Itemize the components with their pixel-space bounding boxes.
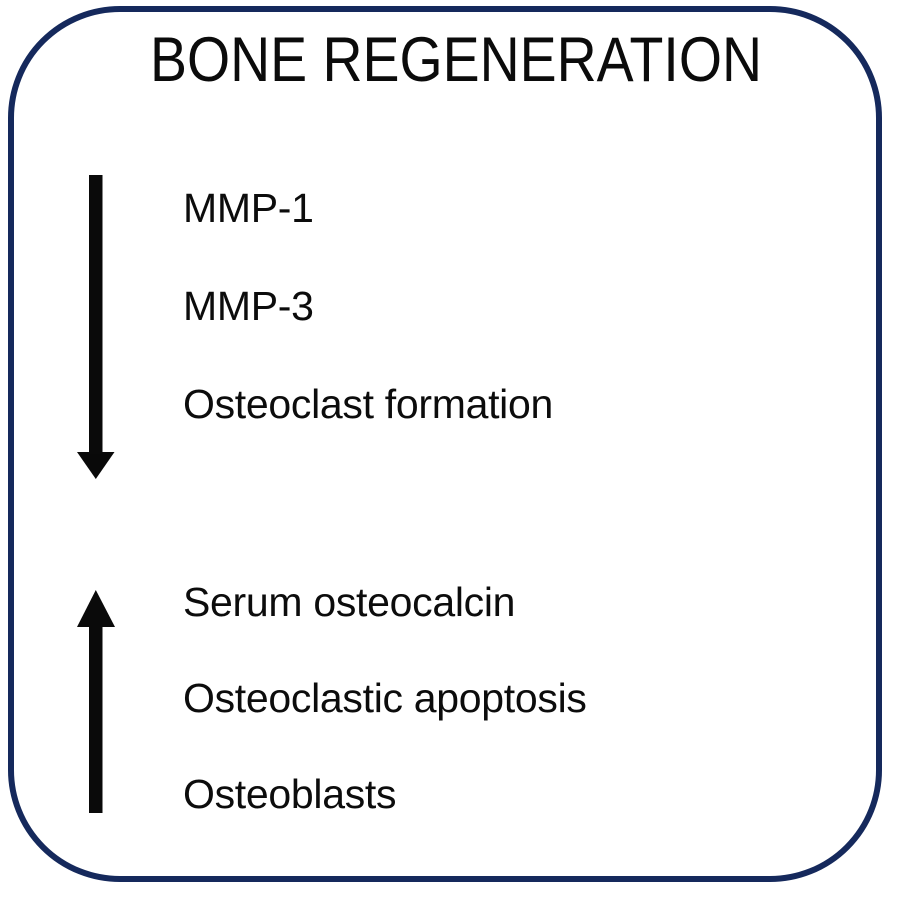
list-item: Osteoclastic apoptosis bbox=[183, 675, 587, 721]
bone-regeneration-panel bbox=[8, 6, 882, 882]
list-item: MMP-1 bbox=[183, 185, 314, 231]
list-item: Osteoclast formation bbox=[183, 381, 553, 427]
list-item: Serum osteocalcin bbox=[183, 579, 516, 625]
list-item: Osteoblasts bbox=[183, 771, 397, 817]
list-item: MMP-3 bbox=[183, 283, 314, 329]
page-title: BONE REGENERATION bbox=[150, 25, 762, 95]
decrease-item-group: MMP-1 MMP-3 Osteoclast formation bbox=[183, 186, 553, 426]
increase-item-group: Serum osteocalcin Osteoclastic apoptosis… bbox=[183, 580, 587, 816]
